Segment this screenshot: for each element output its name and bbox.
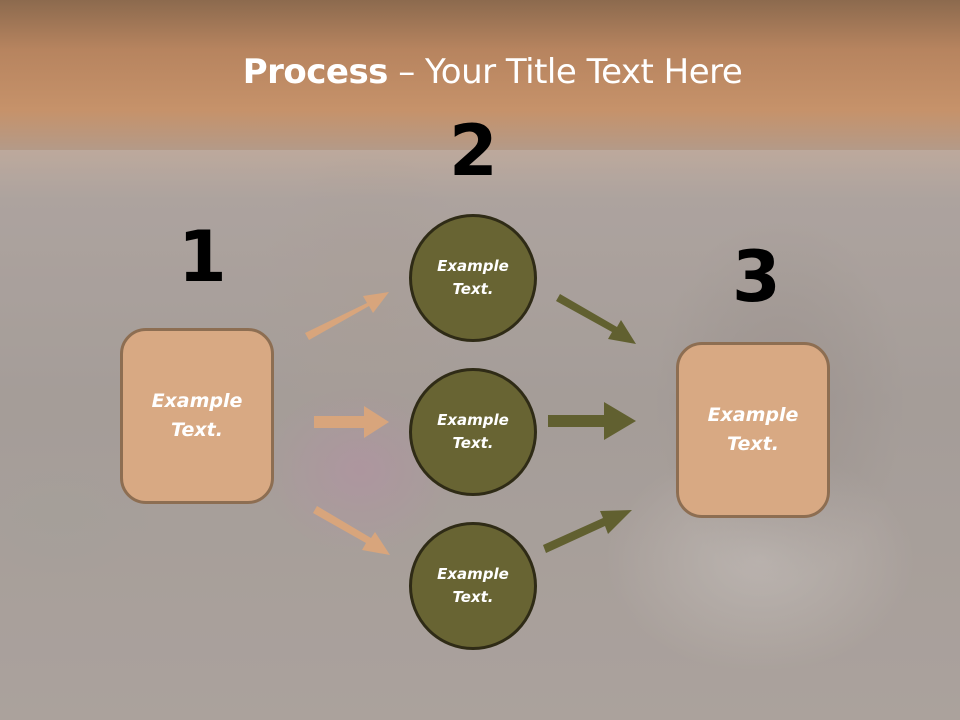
step-number-3: 3 [732, 236, 781, 318]
step-3-box: Example Text. [676, 342, 830, 518]
circle-2-label-line1: Example [437, 411, 509, 429]
circle-2-label-line2: Text. [452, 434, 494, 452]
arrow-right-icon [548, 402, 636, 440]
arrow-right-up-icon [543, 510, 632, 553]
slide-title: Process – Your Title Text Here [0, 52, 960, 92]
arrow-right-down-icon [313, 506, 390, 555]
step-number-2: 2 [449, 110, 498, 192]
step-1-label-line1: Example [151, 390, 243, 412]
step-number-1: 1 [178, 216, 227, 298]
step-2-circle-1: Example Text. [409, 214, 537, 342]
step-1-label-line2: Text. [171, 419, 223, 441]
step-1-box: Example Text. [120, 328, 274, 504]
circle-1-label-line2: Text. [452, 280, 494, 298]
step-3-label-line1: Example [707, 404, 799, 426]
title-rest: – Your Title Text Here [387, 52, 743, 92]
circle-3-label-line1: Example [437, 565, 509, 583]
circle-3-label-line2: Text. [452, 588, 494, 606]
arrow-right-down-icon [556, 294, 636, 344]
circle-1-label-line1: Example [437, 257, 509, 275]
step-2-circle-3: Example Text. [409, 522, 537, 650]
arrow-right-up-icon [305, 292, 389, 340]
arrow-right-icon [314, 406, 389, 438]
step-3-label-line2: Text. [727, 433, 779, 455]
title-bold: Process [242, 52, 389, 92]
step-2-circle-2: Example Text. [409, 368, 537, 496]
